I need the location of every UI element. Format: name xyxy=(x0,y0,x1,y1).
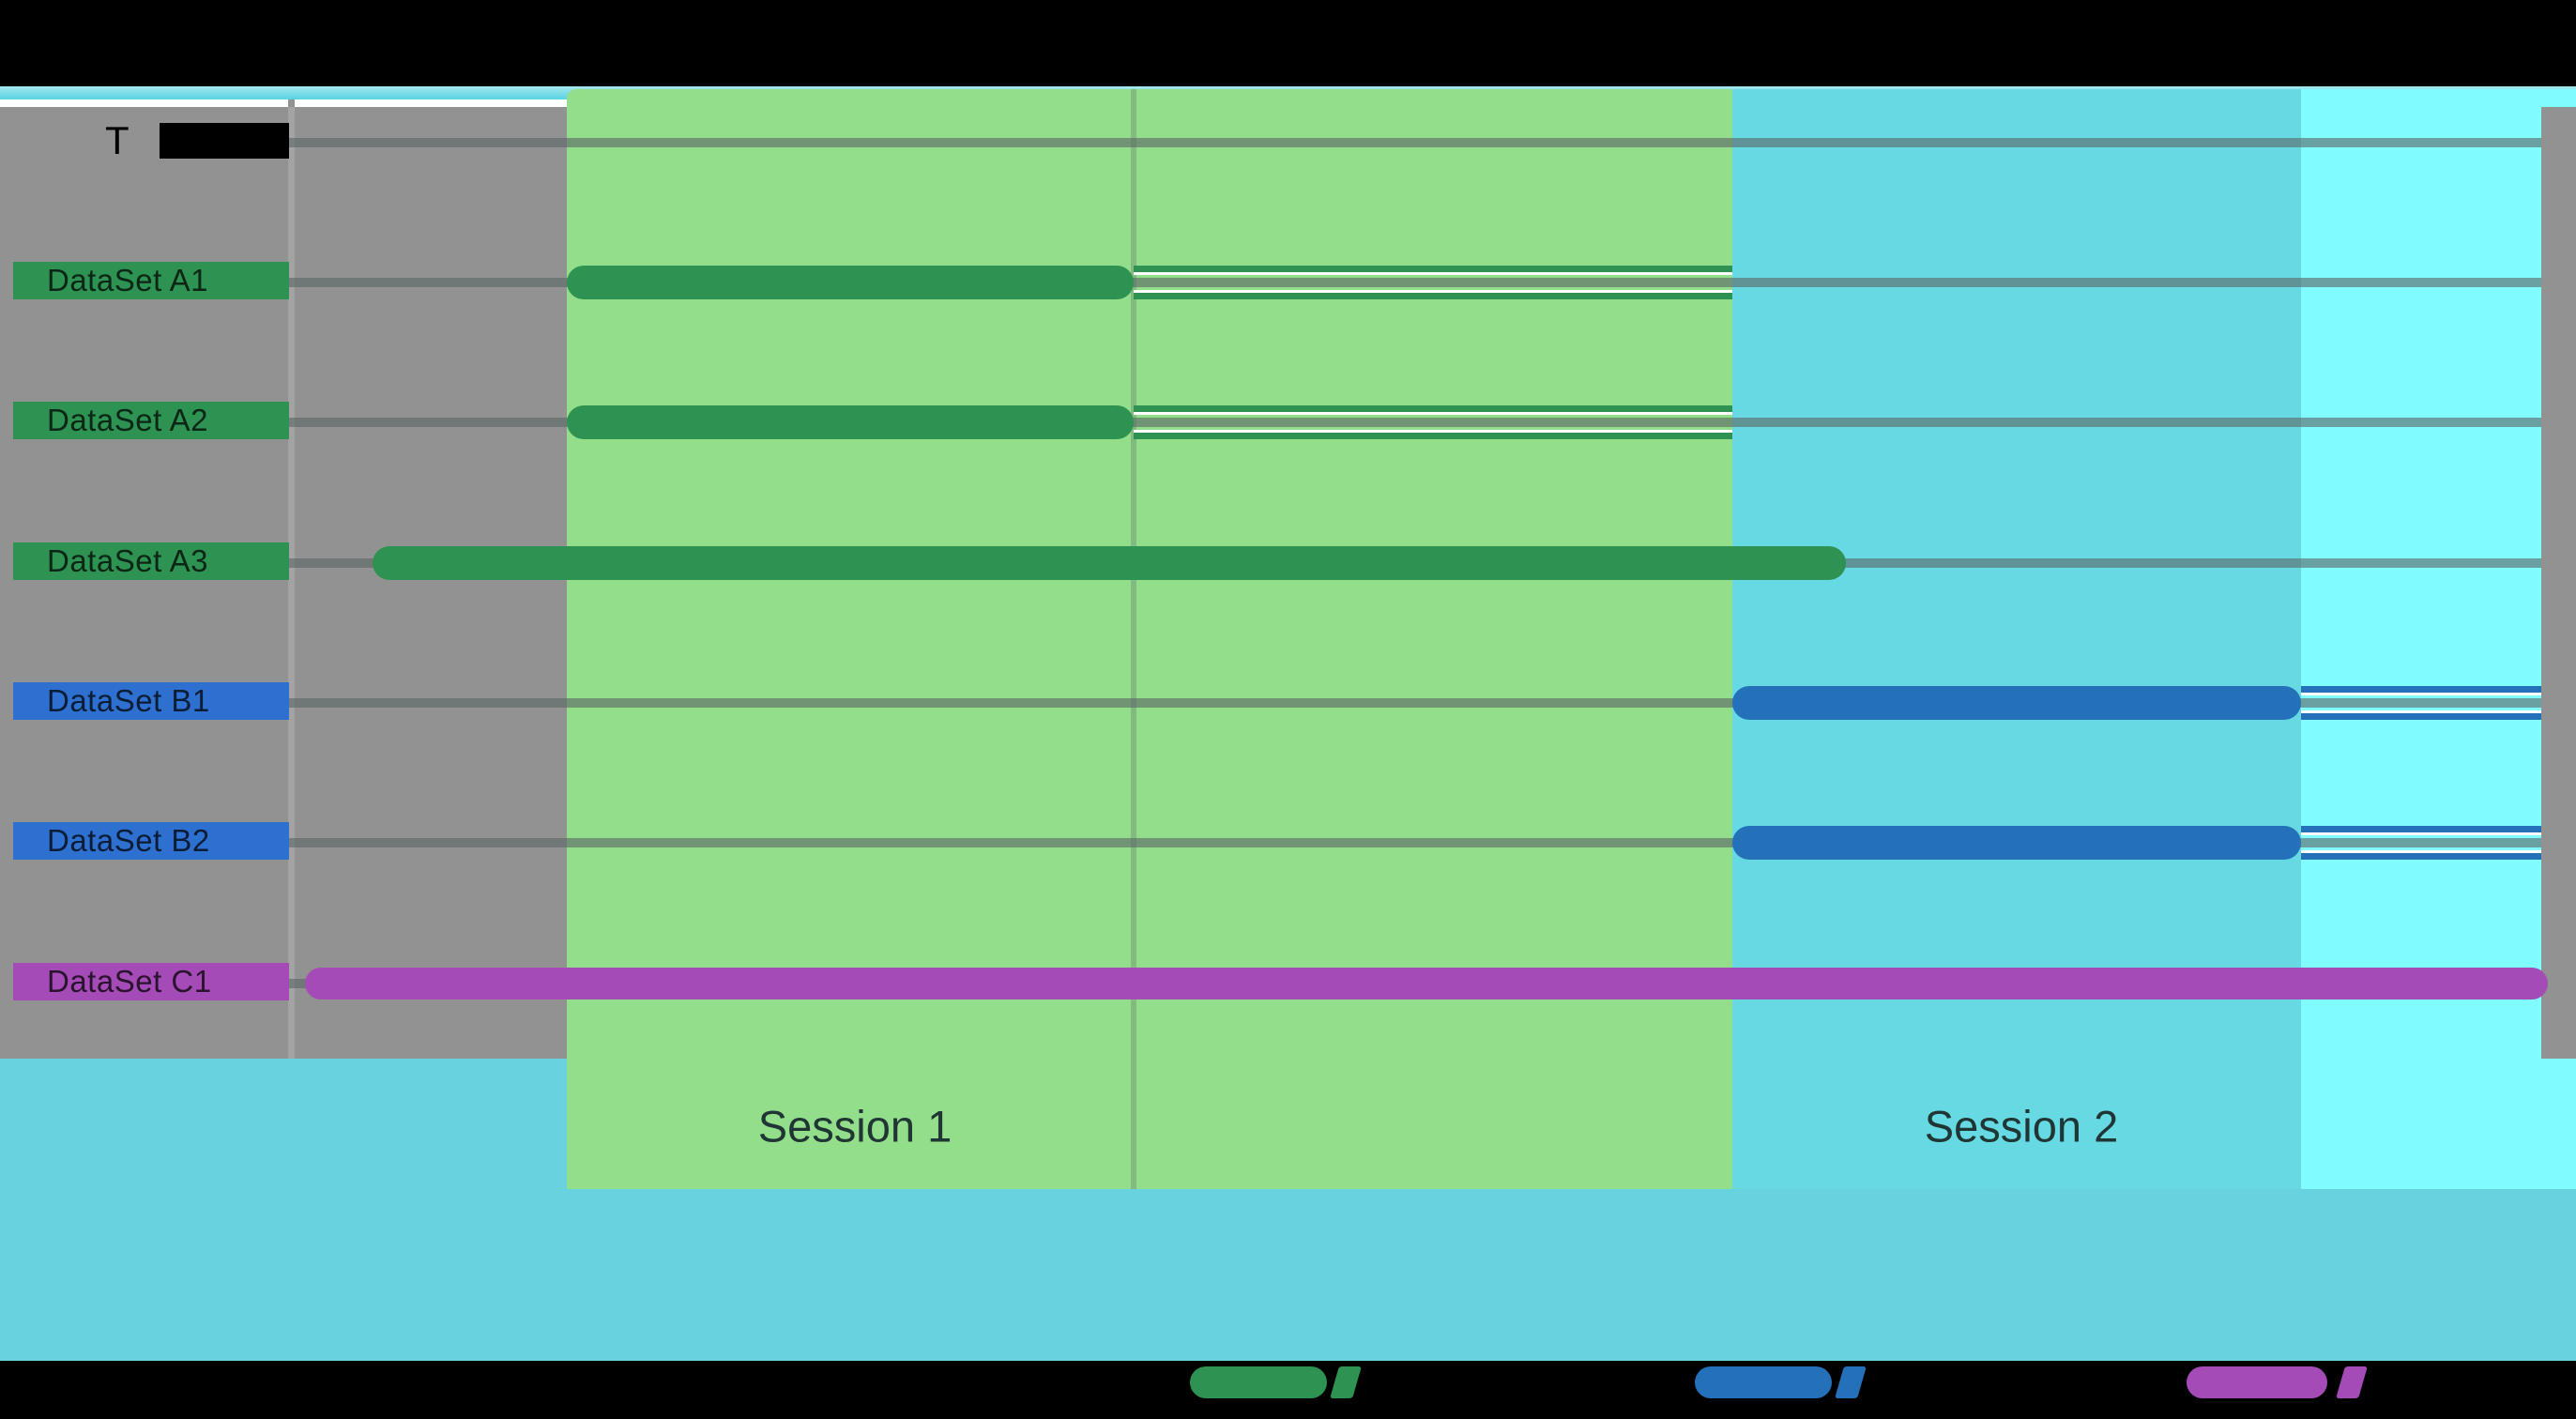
rail-top-edge xyxy=(2301,686,2541,693)
session-boundary-gridline xyxy=(1131,89,1136,1189)
row-label: DataSet B2 xyxy=(13,822,289,860)
rail-top-edge xyxy=(2301,826,2541,832)
row-label: DataSet B1 xyxy=(13,682,289,720)
legend-swatch-green xyxy=(1190,1366,1327,1398)
axis-header: T xyxy=(105,118,289,162)
plot-right-margin xyxy=(2541,107,2576,1059)
row-label: DataSet C1 xyxy=(13,963,289,1000)
tail-band xyxy=(2301,89,2576,1189)
footer-left-area xyxy=(0,1059,567,1190)
gantt-bar xyxy=(1732,826,2301,860)
gantt-bar xyxy=(305,968,2548,999)
row-gridline xyxy=(289,838,2541,847)
rail-bottom-edge xyxy=(1134,293,1732,299)
legend-swatch-blue xyxy=(1695,1366,1832,1398)
letterbox-top-band xyxy=(0,0,2576,86)
rail-top-edge xyxy=(1134,405,1732,412)
gantt-bar xyxy=(373,546,1846,580)
session2-band xyxy=(1732,89,2301,1189)
axis-header-text: T xyxy=(105,118,130,162)
row-gridline xyxy=(289,418,2541,427)
axis-line xyxy=(288,107,295,1059)
row-label: DataSet A3 xyxy=(13,542,289,580)
row-gridline xyxy=(289,698,2541,708)
gantt-bar xyxy=(1732,686,2301,720)
row-label: DataSet A1 xyxy=(13,262,289,299)
footer-band xyxy=(0,1189,2576,1361)
row-label: DataSet A2 xyxy=(13,402,289,439)
gantt-bar xyxy=(567,266,1134,299)
remaining-window-rail xyxy=(2301,826,2541,860)
rail-top-edge xyxy=(1134,266,1732,272)
rail-bottom-edge xyxy=(1134,433,1732,439)
remaining-window-rail xyxy=(2301,686,2541,720)
session1-band xyxy=(567,89,1732,1189)
row-gridline xyxy=(289,138,2541,147)
redaction-box xyxy=(160,123,289,159)
remaining-window-rail xyxy=(1134,405,1732,439)
gantt-bar xyxy=(567,405,1134,439)
row-gridline xyxy=(289,278,2541,287)
rail-bottom-edge xyxy=(2301,713,2541,720)
rail-bottom-edge xyxy=(2301,853,2541,860)
legend-swatch-purple xyxy=(2187,1366,2327,1398)
session1-label: Session 1 xyxy=(757,1101,953,1152)
session2-label: Session 2 xyxy=(1924,1101,2119,1152)
axis-line-tick xyxy=(288,99,295,108)
remaining-window-rail xyxy=(1134,266,1732,299)
